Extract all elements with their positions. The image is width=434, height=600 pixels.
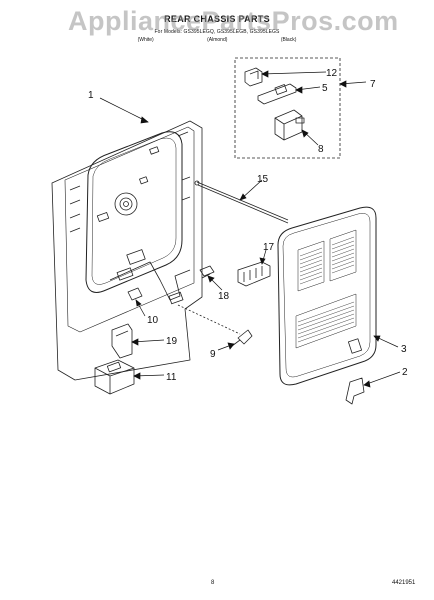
part-17-terminal-block — [237, 261, 271, 287]
callout-9: 9 — [210, 349, 216, 360]
part-2-bracket — [345, 377, 365, 405]
part-19-bracket — [111, 323, 133, 359]
watermark: AppliancePartsPros.com — [68, 6, 399, 36]
callout-12: 12 — [326, 68, 338, 79]
callout-15: 15 — [257, 174, 269, 185]
page-title: REAR CHASSIS PARTS — [164, 14, 270, 24]
color-white: (White) — [137, 37, 154, 43]
callout-8: 8 — [318, 144, 324, 155]
color-almond: (Almond) — [207, 37, 228, 43]
part-3-access-panel — [277, 206, 377, 386]
callout-7: 7 — [370, 79, 376, 90]
callout-18: 18 — [218, 291, 230, 302]
model-colors: (White) (Almond) (Black) — [0, 37, 434, 43]
part-18-clip — [199, 265, 215, 279]
leader-lines — [99, 70, 401, 388]
callout-17: 17 — [263, 242, 275, 253]
callout-1: 1 — [88, 90, 94, 101]
louver-hatching — [297, 236, 355, 343]
callout-11: 11 — [166, 372, 177, 383]
model-numbers: For Models: GS395LEGQ, GS395LEGB, GS395L… — [154, 29, 280, 35]
part-5-bracket — [257, 83, 297, 105]
part-11-block — [94, 359, 135, 395]
part-12-clip — [244, 67, 263, 87]
callout-10: 10 — [147, 315, 159, 326]
callout-5: 5 — [322, 83, 328, 94]
callout-19: 19 — [166, 336, 178, 347]
page-number: 8 — [211, 580, 215, 586]
document-number: 4421951 — [392, 580, 416, 586]
color-black: (Black) — [280, 37, 297, 43]
callout-3: 3 — [401, 344, 407, 355]
part-15-rod — [194, 180, 289, 224]
rear-panel — [51, 120, 203, 381]
part-8-switch — [274, 109, 305, 141]
part-9-clip — [177, 304, 253, 347]
kit-box-7 — [234, 57, 341, 159]
callout-2: 2 — [402, 367, 408, 378]
part-10-fitting — [127, 287, 143, 301]
